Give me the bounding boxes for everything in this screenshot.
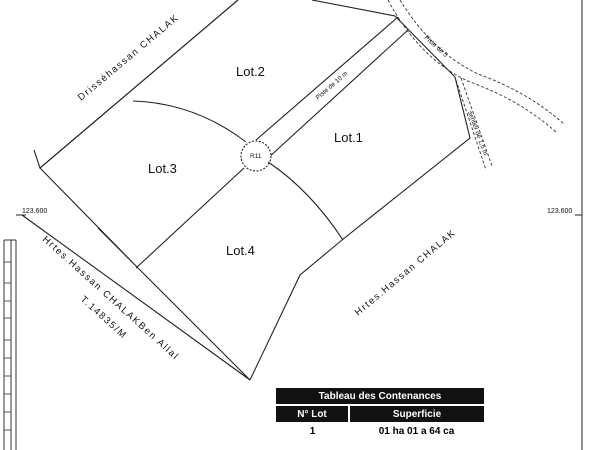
division-lot2-lot3 [132, 100, 247, 143]
owner-label-south-east: Hrtes.Hassan CHALAK [353, 227, 459, 318]
road-edge-north [255, 16, 399, 141]
roundabout-label: R11 [250, 153, 262, 160]
table-header-lot: N° Lot [276, 404, 350, 422]
coord-label-right: 123.600 [547, 208, 572, 215]
sentier-label: sentier de 1,5 m [466, 110, 489, 156]
division-lot1-lot4 [267, 161, 344, 241]
lot-label: Lot.2 [236, 64, 265, 79]
owner-label-north-west: Drisséhassan CHALAK [76, 12, 182, 103]
owner-label-south-west: Hrtes.Hassan CHALAKBen Allal [40, 234, 181, 363]
boundary-west [21, 214, 251, 381]
division-lot3-lot4 [135, 167, 245, 269]
table-cell-lot: 1 [309, 425, 316, 437]
coord-label-left: 123.600 [22, 208, 47, 215]
road-edge-south [267, 29, 409, 159]
roundabout [240, 140, 272, 172]
table-cell-area: 01 ha 01 a 64 ca [378, 425, 455, 437]
table-header-area: Superficie [349, 404, 484, 422]
contenances-table: Tableau des Contenances N° Lot Superfici… [276, 388, 484, 440]
piste-label: Piste de 5 [423, 34, 449, 59]
lot-label: Lot.4 [226, 243, 255, 258]
table-title: Tableau des Contenances [276, 388, 484, 405]
table-row: 1 01 ha 01 a 64 ca [276, 422, 484, 440]
piste-edge-2 [399, 0, 565, 125]
sentier-edge-1 [455, 79, 487, 171]
sentier-edge-2 [460, 77, 493, 167]
parcel-outer-boundary [33, 0, 471, 381]
boundary-north-west [39, 0, 239, 169]
frame-left-ticks [4, 261, 11, 431]
lot-label: Lot.1 [334, 130, 363, 145]
lot-label: Lot.3 [148, 161, 177, 176]
